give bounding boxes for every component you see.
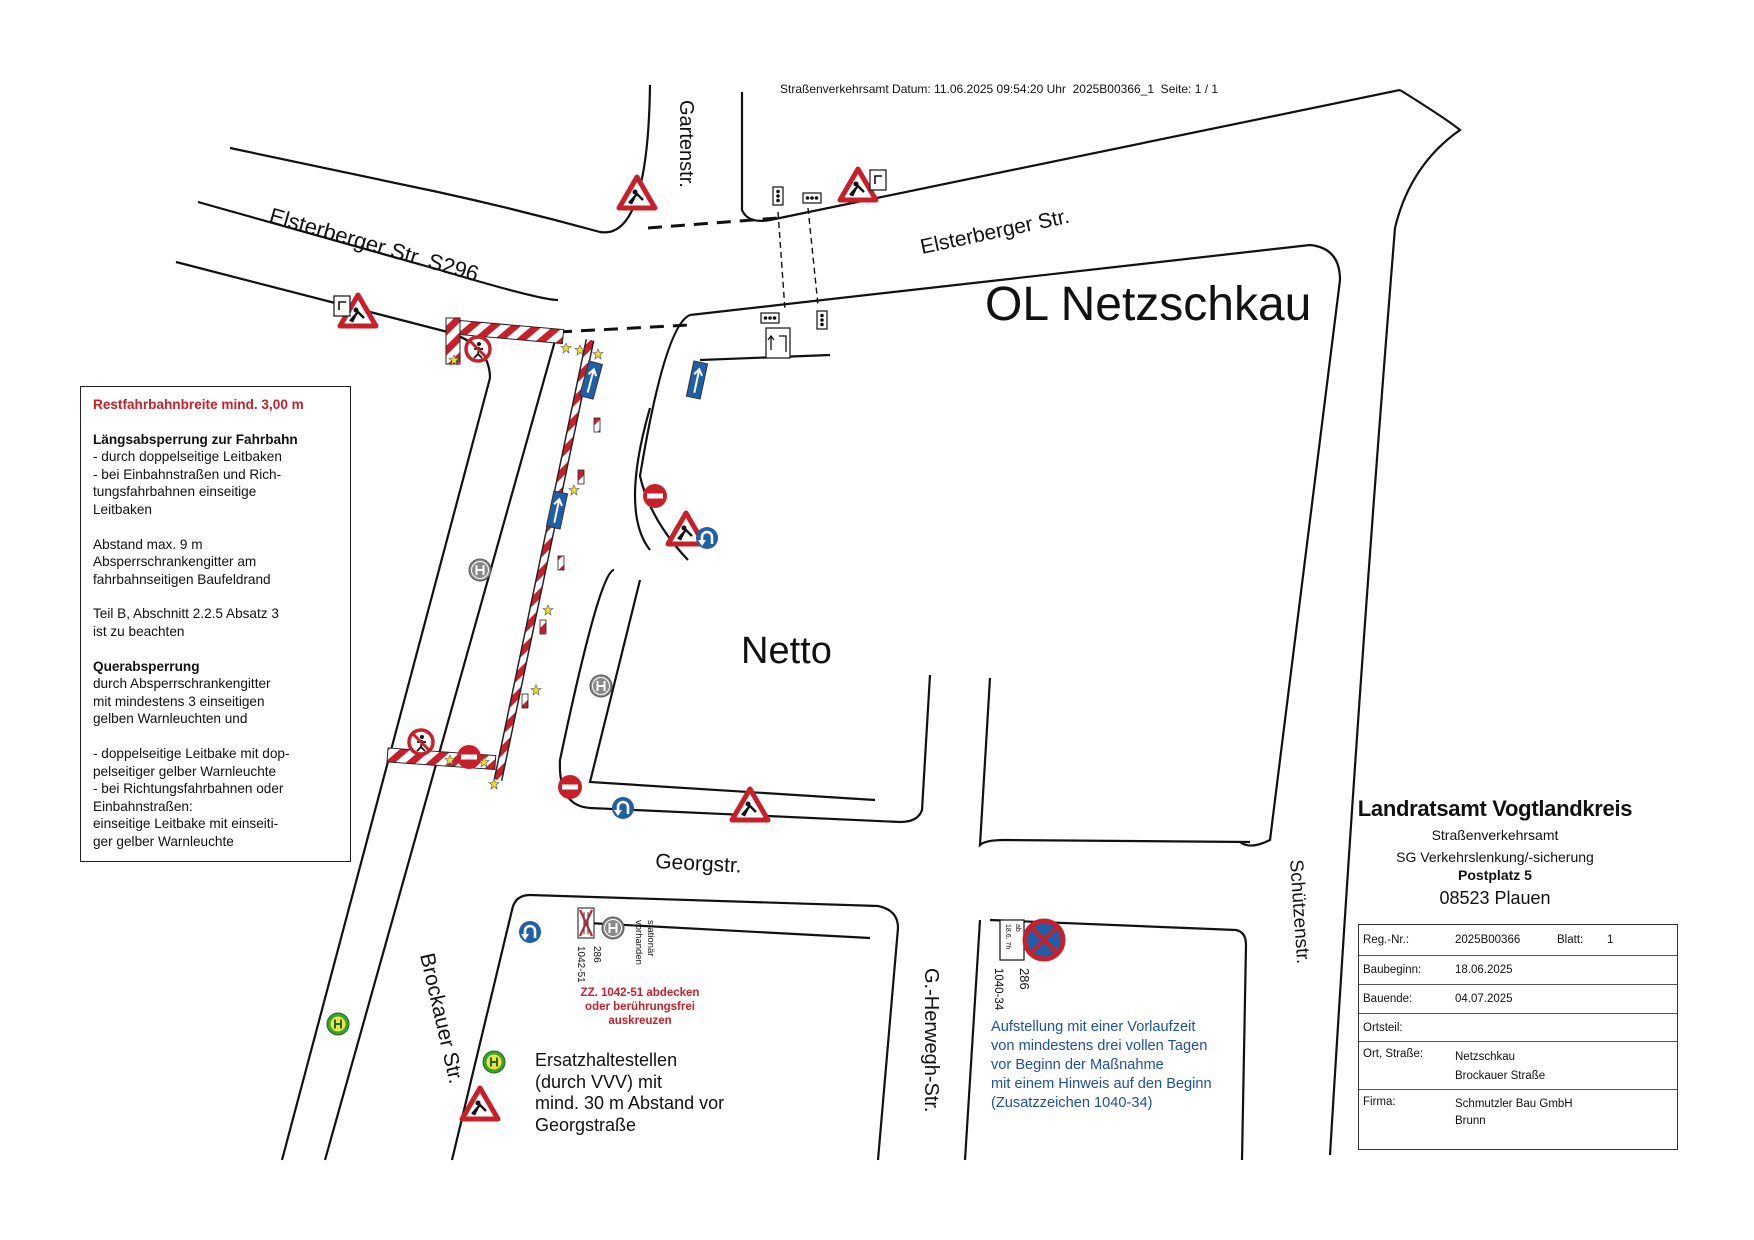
bauende-value: 04.07.2025 [1455,993,1513,1005]
no-pedestrians-sign-icon [464,335,492,363]
road-schuetzen-east [989,918,1248,1161]
authority-block: Landratsamt Vogtlandkreis Straßenverkehr… [1330,796,1660,909]
firma-value: Schmutzler Bau GmbH [1455,1098,1573,1110]
leitbaken [521,417,601,709]
no-entry-sign-icon [558,775,582,799]
notes-laengs-title: Längsabsperrung zur Fahrbahn [93,431,298,447]
sign-label-1040-34: 1040-34 [992,968,1004,1011]
notes-heading: Restfahrbahnbreite mind. 3,00 m [93,397,304,412]
no-entry-sign-icon [643,484,667,508]
road-left-turn-edge [633,407,652,551]
no-entry-sign-icon [457,745,481,769]
detour-plate-icon [333,295,351,317]
table-row: Ortsteil: [1359,1014,1677,1042]
road-elsterberger-south-east [689,243,1342,847]
reg-nr-value: 2025B00366 [1455,934,1521,946]
one-way-sign-icon [685,359,709,401]
notes-abstand-text: Abstand max. 9 m Absperrschrankengitter … [93,536,271,587]
red-cover-note: ZZ. 1042-51 abdecken oder berührungsfrei… [580,987,700,1027]
street-label-schuetzen: Schützenstr. [1285,859,1313,965]
dashed-borders [557,216,779,334]
traffic-light-icon [772,186,784,206]
bus-stop-suspended-icon [468,558,492,582]
traffic-light-icon [760,312,780,324]
replacement-bus-stop-icon [326,1012,350,1036]
authority-address: Postplatz 5 [1458,867,1532,883]
notes-leitbake-text: - doppelseitige Leitbake mit dop- pelsei… [93,745,290,849]
traffic-light-icon [802,192,822,204]
ort-value: Netzschkau [1455,1051,1516,1063]
replacement-stops-note: Ersatzhaltestellen (durch VVV) mit mind.… [535,1050,725,1135]
bus-stop-suspended-icon [601,916,625,940]
street-label-georg: Georgstr. [655,850,742,877]
notes-quer-text: durch Absperrschrankengitter mit mindest… [93,676,271,727]
notes-box: Restfahrbahnbreite mind. 3,00 m Längsabs… [80,386,351,862]
firma-ort-value: Brunn [1455,1115,1486,1127]
sign-label-286: 286 [591,946,602,963]
netto-label: Netto [741,630,832,672]
authority-dept2: SG Verkehrslenkung/-sicherung [1396,849,1594,865]
turn-mandatory-sign-icon [610,795,636,821]
road-brockauer-east [323,329,560,1161]
blatt-value: 1 [1607,934,1614,946]
street-label-brockauer: Brockauer Str. [415,951,467,1086]
street-label-elsterberger-s296: Elsterberger Str. S296 [267,203,482,287]
table-row: Reg.-Nr.: 2025B00366 Blatt: 1 [1359,925,1677,956]
authority-name: Landratsamt Vogtlandkreis [1357,796,1633,821]
road-elsterberger-south-west [197,200,559,302]
notes-quer-title: Querabsperrung [93,658,200,674]
no-pedestrians-sign-icon [407,728,435,756]
setup-lead-time-note: Aufstellung mit einer Vorlaufzeit von mi… [991,1019,1212,1111]
authority-city: 08523 Plauen [1439,888,1551,908]
turn-mandatory-sign-icon [517,919,543,945]
road-elsterberger-north-west [229,84,652,234]
table-row: Bauende: 04.07.2025 [1359,985,1677,1014]
sign-label-286b: 286 [1017,968,1032,990]
road-corner-edge [638,313,691,561]
street-label-garten: Gartenstr. [675,100,697,188]
one-way-sign-icon [545,489,569,531]
svg-text:18.6. 7h: 18.6. 7h [1004,924,1011,949]
road-netto-block [558,568,932,824]
notes-teil-text: Teil B, Abschnitt 2.2.5 Absatz 3 ist zu … [93,606,279,639]
zusatzzeichen-ab-icon [999,919,1025,961]
sign-label-stationaer: stationär [645,920,656,956]
notes-laengs-text: - durch doppelseitige Leitbaken - bei Ei… [93,449,282,517]
svg-text:ab: ab [1014,924,1021,932]
road-herwegh-east [529,893,900,1161]
svg-text:vorhanden: vorhanden [633,920,644,965]
sign-label-1042-51: 1042-51 [575,946,586,983]
map-title: OL Netzschkau [985,278,1311,331]
table-row: Ort, Straße: Netzschkau Brockauer Straße [1359,1042,1677,1090]
table-row: Firma: Schmutzler Bau GmbH Brunn [1359,1090,1677,1149]
street-label-herwegh: G.-Herwegh-Str. [920,968,942,1112]
road-herwegh-west [450,893,531,1161]
replacement-bus-stop-icon [482,1050,506,1074]
detour-plate-icon [869,169,887,191]
info-table: Reg.-Nr.: 2025B00366 Blatt: 1 Baubeginn:… [1358,924,1678,1150]
road-schuetzen [1328,89,1462,1156]
roadworks-warning-sign-icon [619,177,655,208]
street-label-elsterberger: Elsterberger Str. [918,205,1071,259]
road-outlines [175,84,1462,1161]
table-row: Baubeginn: 18.06.2025 [1359,956,1677,985]
bus-stop-suspended-icon [589,674,613,698]
document-header: Straßenverkehrsamt Datum: 11.06.2025 09:… [780,82,1219,96]
turn-mandatory-sign-icon [694,525,720,551]
traffic-light-icon [816,310,828,330]
strasse-value: Brockauer Straße [1455,1070,1546,1082]
authority-dept1: Straßenverkehrsamt [1431,827,1559,843]
baubeginn-value: 18.06.2025 [1455,964,1513,976]
